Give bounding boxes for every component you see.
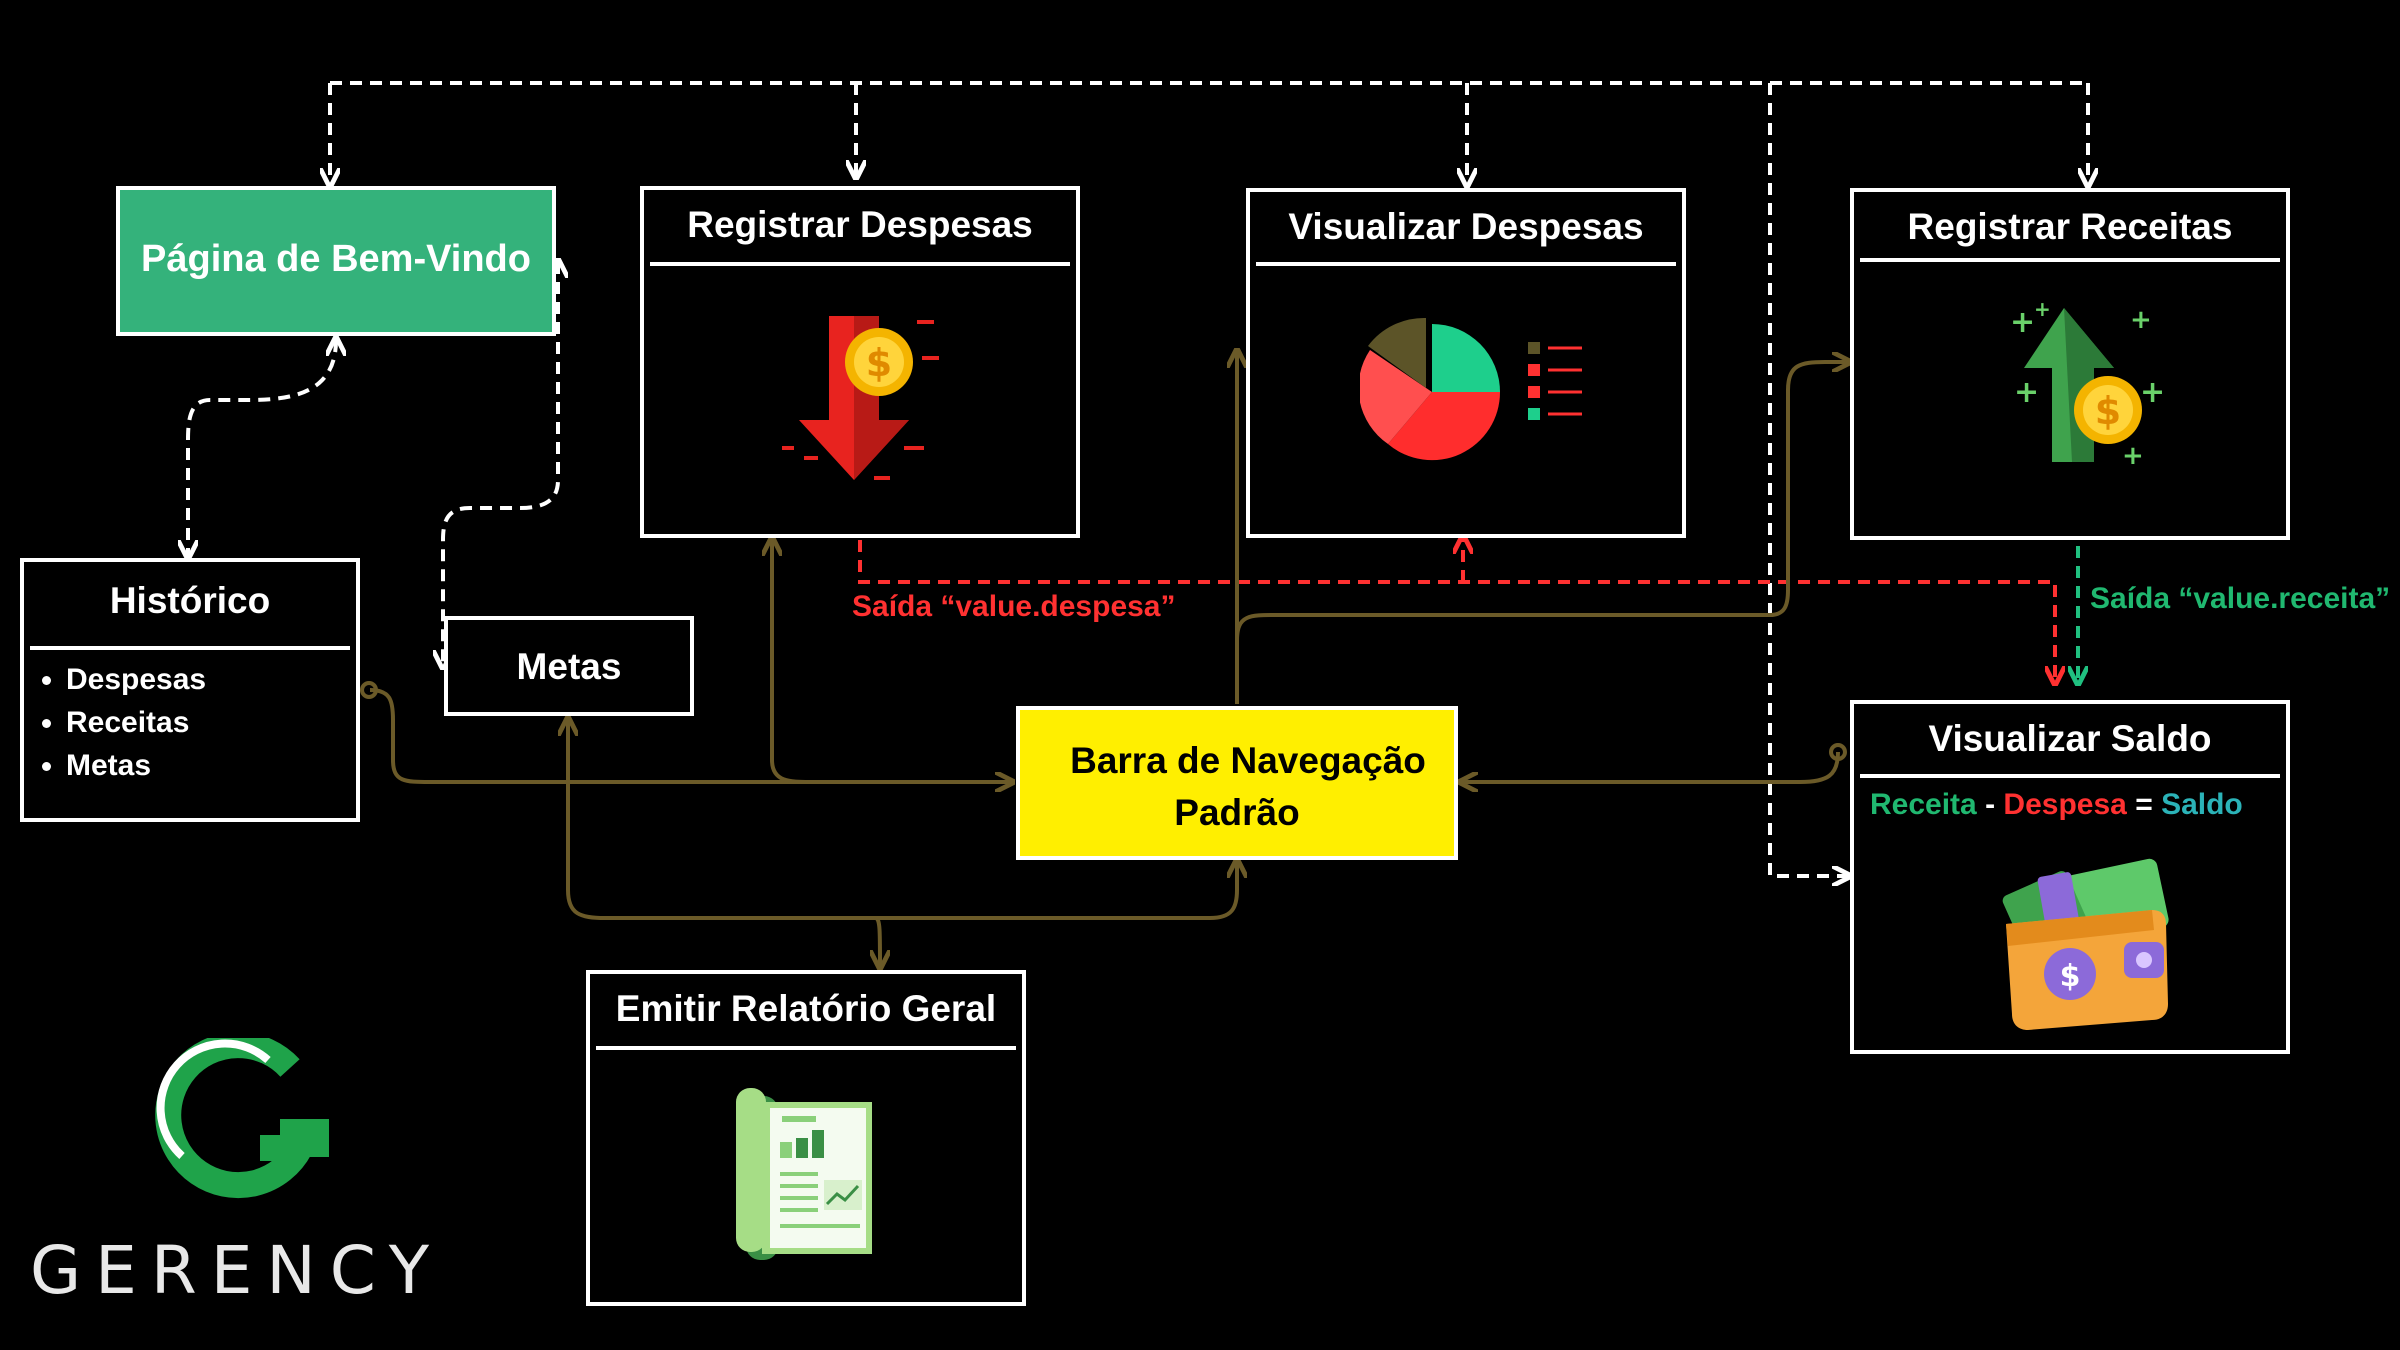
income-output-label: Saída “value.receita” (2090, 582, 2391, 615)
expense-output-connector (858, 538, 2055, 682)
register-expenses-node[interactable]: Registrar Despesas $ (640, 186, 1080, 538)
navbar-node[interactable]: Barra de Navegação Padrão (1016, 706, 1458, 860)
report-divider (596, 1046, 1016, 1050)
formula-minus: - (1985, 788, 1996, 821)
goals-title: Metas (516, 646, 622, 687)
navigation-connectors (360, 352, 1848, 966)
history-title: Histórico (109, 580, 271, 621)
register-expenses-title: Registrar Despesas (687, 204, 1033, 245)
report-document-icon (736, 1088, 872, 1260)
navbar-title-line2: Padrão (1174, 792, 1300, 833)
history-item-expenses[interactable]: Despesas (66, 658, 206, 701)
svg-text:+: + (2014, 375, 2039, 410)
welcome-page-title: Página de Bem-Vindo (141, 238, 531, 280)
navbar-title-line1: Barra de Navegação (1070, 740, 1426, 781)
goals-node[interactable]: Metas (444, 616, 694, 716)
register-income-node[interactable]: Registrar Receitas $ ++ ++ ++ (1850, 188, 2290, 540)
svg-text:$: $ (2060, 959, 2081, 994)
history-item-income[interactable]: Receitas (66, 701, 206, 744)
svg-text:+: + (2140, 375, 2164, 410)
expense-output-label: Saída “value.despesa” (852, 590, 1176, 623)
view-expenses-title: Visualizar Despesas (1288, 206, 1644, 247)
svg-text:+: + (2122, 441, 2144, 471)
gerency-logo-text: GERENCY (30, 1232, 444, 1309)
report-title: Emitir Relatório Geral (615, 988, 997, 1029)
up-arrow-coin-icon: $ ++ ++ ++ (2010, 297, 2164, 471)
balance-title: Visualizar Saldo (1928, 718, 2212, 759)
report-node[interactable]: Emitir Relatório Geral (586, 970, 1026, 1306)
svg-text:$: $ (866, 341, 892, 385)
svg-text:+: + (2034, 297, 2051, 321)
welcome-history-connector (188, 340, 336, 556)
register-income-title: Registrar Receitas (1907, 206, 2233, 247)
formula-equals: = (2135, 788, 2153, 821)
top-dashed-bus (330, 81, 2088, 876)
history-node[interactable]: Histórico Despesas Receitas Metas (20, 558, 360, 822)
svg-text:$: $ (2095, 389, 2121, 433)
register-expenses-divider (650, 262, 1070, 266)
svg-text:+: + (2130, 305, 2152, 335)
view-expenses-divider (1256, 262, 1676, 266)
svg-text:+: + (2010, 305, 2035, 340)
welcome-page-node[interactable]: Página de Bem-Vindo (116, 186, 556, 336)
welcome-goals-connector (443, 262, 558, 666)
pie-chart-icon (1360, 317, 1582, 461)
history-list: Despesas Receitas Metas (24, 658, 206, 787)
formula-balance: Saldo (2161, 788, 2243, 821)
history-divider (30, 646, 350, 650)
formula-income: Receita (1870, 788, 1977, 821)
register-income-divider (1860, 258, 2280, 262)
balance-divider (1860, 774, 2280, 778)
gerency-logo-mark (155, 1038, 329, 1199)
down-arrow-coin-icon: $ (782, 316, 939, 480)
wallet-icon: $ (2002, 858, 2169, 1030)
view-expenses-node[interactable]: Visualizar Despesas (1246, 188, 1686, 538)
history-item-goals[interactable]: Metas (66, 744, 206, 787)
balance-node[interactable]: Visualizar Saldo Receita - Despesa = Sal… (1850, 700, 2290, 1054)
formula-expense: Despesa (2003, 788, 2127, 821)
balance-formula: Receita - Despesa = Saldo (1870, 788, 2243, 822)
